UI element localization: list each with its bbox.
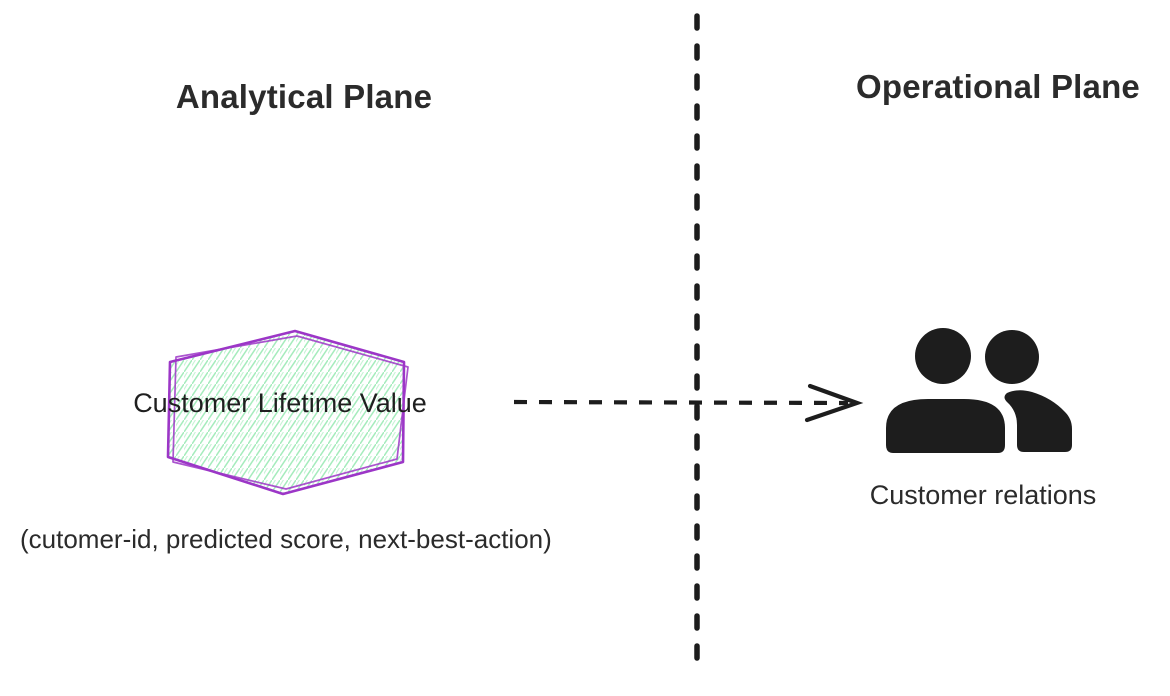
arrow-head	[804, 383, 864, 423]
operational-plane-title: Operational Plane	[856, 68, 1140, 105]
clv-hexagon-label: Customer Lifetime Value	[133, 388, 427, 418]
clv-hexagon	[166, 329, 409, 496]
customer-relations-label: Customer relations	[869, 480, 1097, 510]
people-icon	[886, 328, 1072, 453]
payload-tuple-note: (cutomer-id, predicted score, next-best-…	[20, 524, 552, 554]
analytical-plane-title: Analytical Plane	[175, 78, 433, 115]
data-flow-arrow	[513, 383, 864, 423]
